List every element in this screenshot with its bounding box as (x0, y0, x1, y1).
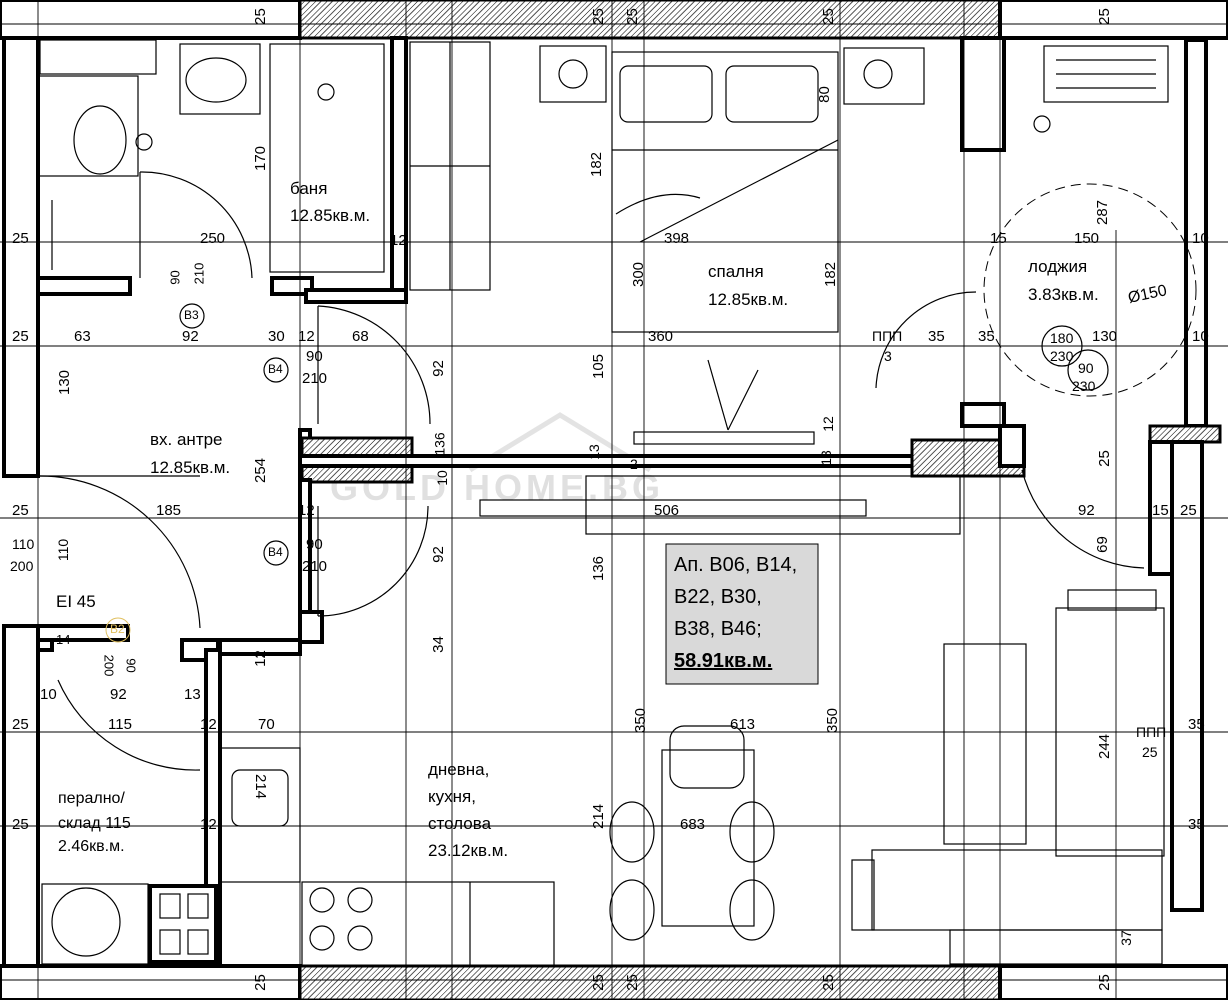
doors (39, 171, 1197, 771)
loggia-fixtures (1033, 45, 1169, 133)
door-tags (105, 303, 1109, 643)
bathroom-fixtures (37, 39, 385, 273)
bedroom-furniture (479, 45, 961, 535)
laundry-fixtures (41, 883, 218, 965)
living-furniture (219, 589, 1165, 967)
wardrobe (409, 41, 491, 291)
apartment-info-box (665, 543, 819, 685)
